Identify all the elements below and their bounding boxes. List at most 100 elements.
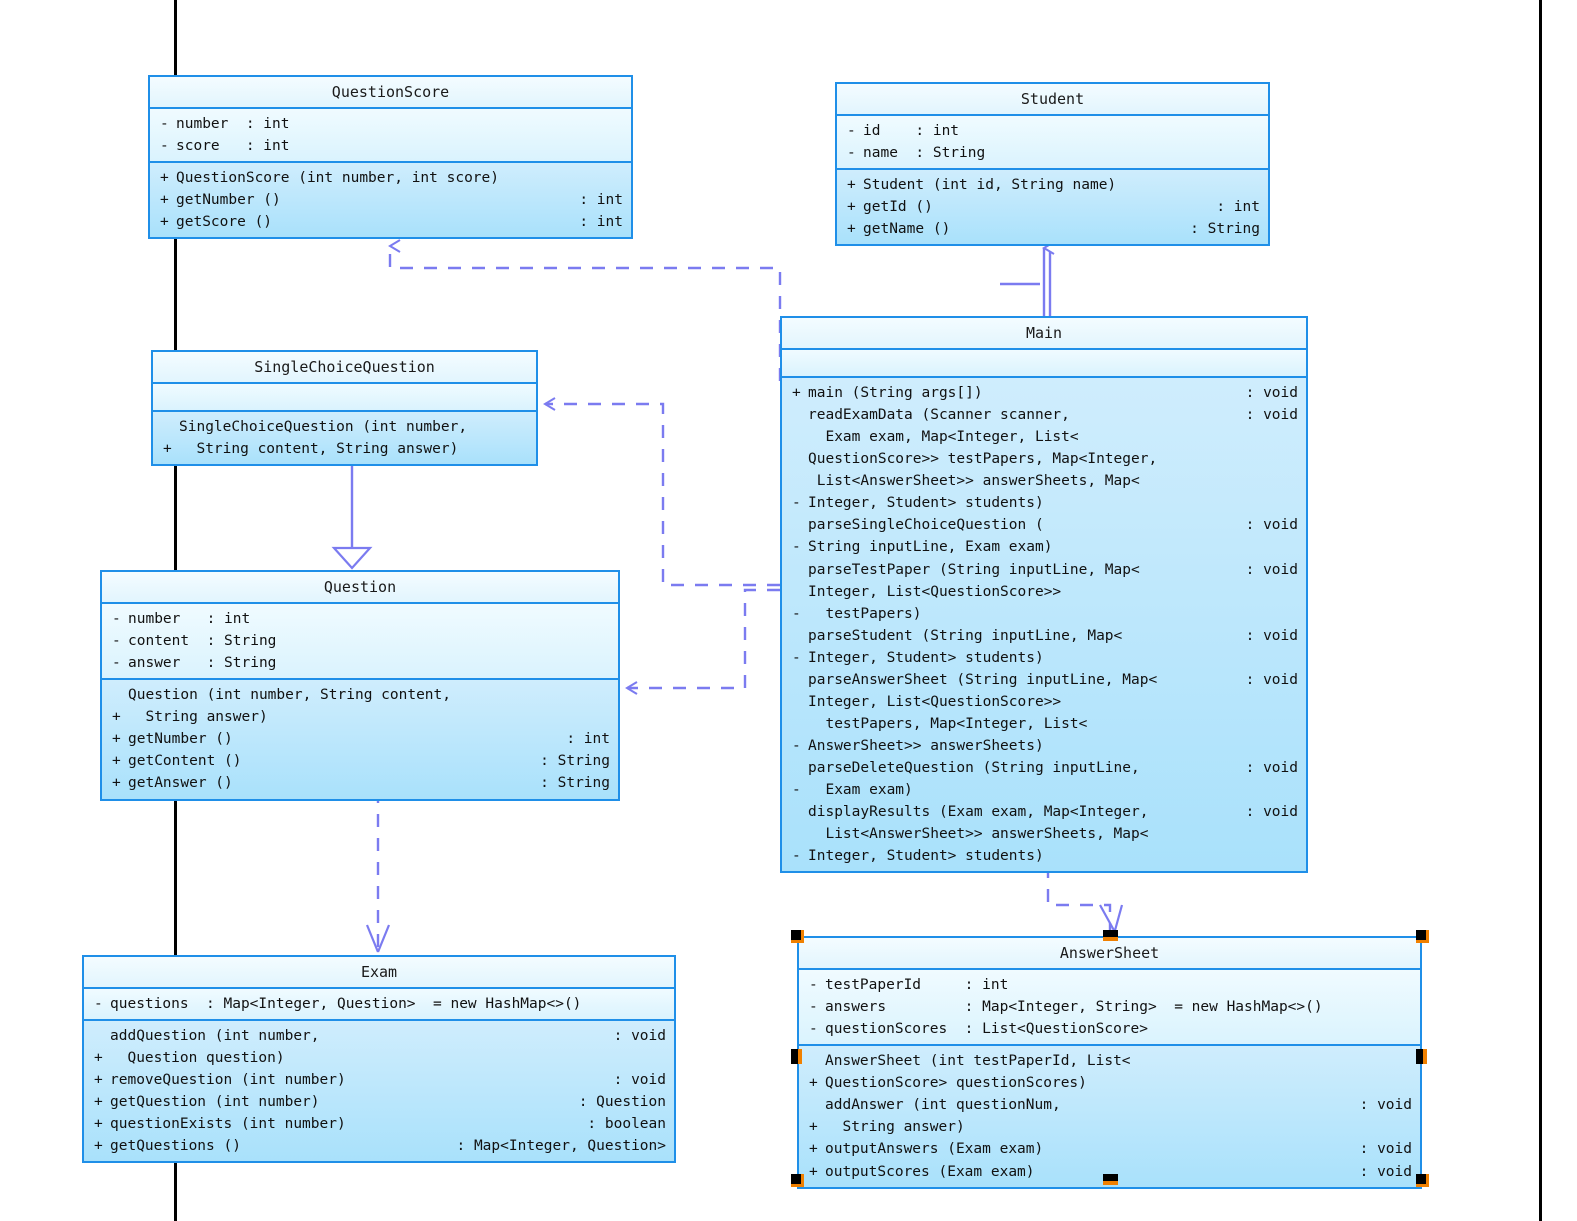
handle-bottom-right[interactable] bbox=[1416, 1174, 1429, 1187]
visibility-marker: - bbox=[847, 145, 856, 162]
attributes-compartment: -questions : Map<Integer, Question> = ne… bbox=[84, 989, 674, 1022]
attributes-compartment: -number : int-content : String-answer : … bbox=[102, 604, 618, 681]
uml-class-main[interactable]: Main+main (String args[]): void-readExam… bbox=[780, 316, 1308, 873]
handle-bottom-left[interactable] bbox=[791, 1174, 804, 1187]
visibility-marker: - bbox=[112, 633, 121, 650]
operation-row: +getNumber (): int bbox=[150, 189, 631, 211]
visibility-marker: + bbox=[94, 1072, 103, 1089]
operation-signature: questionExists (int number) bbox=[110, 1116, 346, 1133]
visibility-marker: - bbox=[809, 977, 818, 994]
visibility-marker: - bbox=[809, 1021, 818, 1038]
handle-top-left[interactable] bbox=[791, 930, 804, 943]
operation-row: +getId (): int bbox=[837, 196, 1268, 218]
uml-class-questionscore[interactable]: QuestionScore-number : int-score : int+Q… bbox=[148, 75, 633, 240]
visibility-marker: + bbox=[94, 1138, 103, 1155]
return-type: : void bbox=[1359, 1097, 1412, 1114]
attribute-initializer: = new HashMap<>() bbox=[1156, 999, 1323, 1016]
attribute-row: -answers : Map<Integer, String> = new Ha… bbox=[799, 996, 1420, 1018]
operation-row: +outputScores (Exam exam): void bbox=[799, 1161, 1420, 1183]
visibility-marker: + bbox=[847, 199, 856, 216]
attribute-row: -testPaperId : int bbox=[799, 974, 1420, 996]
return-type: : String bbox=[540, 775, 610, 792]
link-main-question bbox=[625, 588, 780, 695]
uml-class-exam[interactable]: Exam-questions : Map<Integer, Question> … bbox=[82, 955, 676, 1164]
visibility-marker: - bbox=[792, 847, 801, 864]
operation-row: +questionExists (int number): boolean bbox=[84, 1113, 674, 1135]
attribute-initializer: = new HashMap<>() bbox=[415, 996, 582, 1013]
visibility-marker: + bbox=[94, 1094, 103, 1111]
return-type: : void bbox=[1245, 517, 1298, 534]
attribute-row: -content : String bbox=[102, 630, 618, 652]
uml-class-question[interactable]: Question-number : int-content : String-a… bbox=[100, 570, 620, 801]
operation-row: +AnswerSheet (int testPaperId, List< Que… bbox=[799, 1050, 1420, 1094]
operations-compartment: +main (String args[]): void-readExamData… bbox=[782, 378, 1306, 871]
visibility-marker: + bbox=[94, 1050, 103, 1067]
attribute-signature: testPaperId : int bbox=[825, 977, 1009, 994]
handle-middle-right[interactable] bbox=[1416, 1049, 1427, 1064]
attribute-row: -number : int bbox=[150, 113, 631, 135]
visibility-marker: + bbox=[847, 177, 856, 194]
attribute-signature: answers : Map<Integer, String> bbox=[825, 999, 1157, 1016]
link-singlechoicequestion-question bbox=[331, 461, 373, 570]
operations-compartment: +Question (int number, String content, S… bbox=[102, 680, 618, 799]
return-type: : void bbox=[1359, 1141, 1412, 1158]
attribute-row: -answer : String bbox=[102, 652, 618, 674]
operation-signature: addQuestion (int number, Question questi… bbox=[110, 1028, 320, 1067]
operation-signature: outputScores (Exam exam) bbox=[825, 1163, 1035, 1180]
visibility-marker: + bbox=[809, 1075, 818, 1092]
handle-bottom-center[interactable] bbox=[1103, 1174, 1118, 1185]
handle-top-center[interactable] bbox=[1103, 930, 1118, 941]
attributes-compartment bbox=[153, 384, 536, 413]
operation-signature: getId () bbox=[863, 199, 933, 216]
operations-compartment: +Student (int id, String name)+getId ():… bbox=[837, 170, 1268, 245]
return-type: : int bbox=[579, 192, 623, 209]
attribute-signature: questions : Map<Integer, Question> bbox=[110, 996, 416, 1013]
return-type: : Map<Integer, Question> bbox=[456, 1138, 666, 1155]
visibility-marker: + bbox=[112, 709, 121, 726]
attribute-signature: answer : String bbox=[128, 655, 277, 672]
uml-class-student[interactable]: Student-id : int-name : String+Student (… bbox=[835, 82, 1270, 247]
visibility-marker: - bbox=[112, 655, 121, 672]
operation-row: + QuestionScore (int number, int score) bbox=[150, 167, 631, 189]
operation-signature: parseDeleteQuestion (String inputLine, E… bbox=[808, 759, 1140, 798]
operation-row: -parseSingleChoiceQuestion ( String inpu… bbox=[782, 514, 1306, 558]
operation-signature: parseSingleChoiceQuestion ( String input… bbox=[808, 517, 1053, 556]
visibility-marker: - bbox=[792, 649, 801, 666]
operation-signature: getAnswer () bbox=[128, 775, 233, 792]
return-type: : void bbox=[1245, 759, 1298, 776]
visibility-marker: - bbox=[809, 999, 818, 1016]
right-page-guide bbox=[1539, 0, 1542, 1221]
operation-signature: getNumber () bbox=[128, 731, 233, 748]
attributes-compartment: -id : int-name : String bbox=[837, 116, 1268, 171]
attribute-signature: name : String bbox=[863, 145, 986, 162]
visibility-marker: + bbox=[163, 441, 172, 458]
link-question-exam bbox=[365, 790, 391, 953]
operation-signature: getName () bbox=[863, 221, 951, 238]
class-name: Exam bbox=[84, 957, 674, 990]
attributes-compartment: -testPaperId : int-answers : Map<Integer… bbox=[799, 970, 1420, 1047]
class-name: QuestionScore bbox=[150, 77, 631, 110]
operation-signature: SingleChoiceQuestion (int number, String… bbox=[179, 419, 468, 458]
operation-row: -parseAnswerSheet (String inputLine, Map… bbox=[782, 669, 1306, 757]
operation-signature: getQuestion (int number) bbox=[110, 1094, 320, 1111]
class-name: SingleChoiceQuestion bbox=[153, 352, 536, 385]
uml-class-singlechoicequestion[interactable]: SingleChoiceQuestion + SingleChoiceQuestio… bbox=[151, 350, 538, 467]
handle-middle-left[interactable] bbox=[791, 1049, 802, 1064]
handle-top-right[interactable] bbox=[1416, 930, 1429, 943]
attribute-signature: number : int bbox=[128, 611, 251, 628]
visibility-marker: + bbox=[160, 170, 169, 187]
visibility-marker: - bbox=[112, 611, 121, 628]
operations-compartment: + QuestionScore (int number, int score) +g… bbox=[150, 163, 631, 238]
visibility-marker: - bbox=[94, 996, 103, 1013]
operation-row: +Question (int number, String content, S… bbox=[102, 684, 618, 728]
operation-signature: parseStudent (String inputLine, Map< Int… bbox=[808, 627, 1123, 666]
operation-row: +getContent (): String bbox=[102, 750, 618, 772]
uml-class-answersheet[interactable]: AnswerSheet-testPaperId : int-answers : … bbox=[797, 936, 1422, 1189]
visibility-marker: - bbox=[792, 495, 801, 512]
visibility-marker: + bbox=[792, 385, 801, 402]
operation-signature: QuestionScore (int number, int score) bbox=[176, 170, 500, 187]
attribute-signature: content : String bbox=[128, 633, 277, 650]
visibility-marker: + bbox=[847, 221, 856, 238]
operations-compartment: + addQuestion (int number, Question quest… bbox=[84, 1021, 674, 1162]
